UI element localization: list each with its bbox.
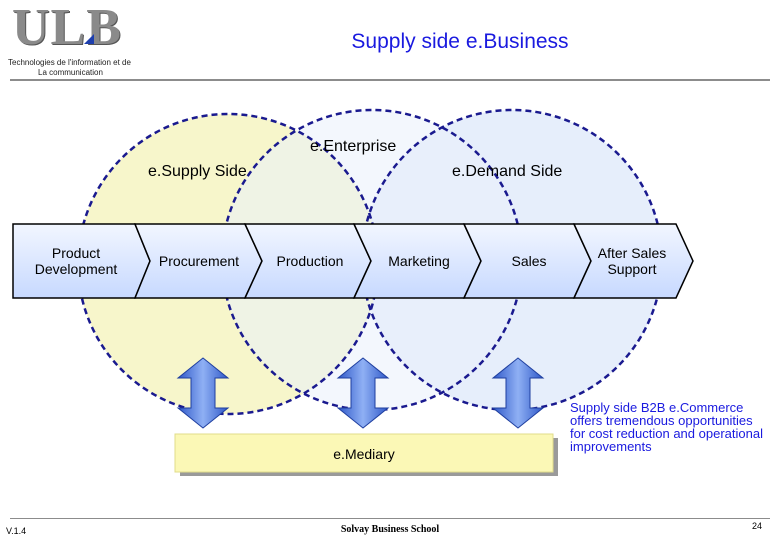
- emediary-label: e.Mediary: [333, 446, 395, 462]
- double-arrow-icon-supply: [176, 357, 230, 429]
- school-name: Solvay Business School: [340, 524, 440, 535]
- eenterprise-label: e.Enterprise: [310, 138, 397, 155]
- slide-title: Supply side e.Business: [351, 30, 569, 53]
- note-text: Supply side B2B e.Commerce offers tremen…: [570, 400, 763, 454]
- footer-rule: [10, 518, 770, 519]
- ulb-logo: ULB: [12, 0, 122, 56]
- step-marketing: Marketing: [388, 253, 450, 269]
- emediary-bar: [174, 433, 554, 473]
- header-rule: [10, 79, 770, 81]
- chevron-after-sales-support: [572, 223, 694, 299]
- step-after-sales-support: After Sales Support: [597, 245, 667, 277]
- version-label: V.1.4: [6, 526, 27, 536]
- step-production: Production: [276, 253, 344, 269]
- esupply-label: e.Supply Side: [148, 163, 247, 180]
- double-arrow-icon-enterprise: [336, 357, 390, 429]
- edemand-label: e.Demand Side: [452, 163, 563, 180]
- org-name-line1: Technologies de l'information et de: [8, 58, 131, 67]
- step-procurement: Procurement: [158, 253, 240, 269]
- logo-accent-icon: [84, 34, 94, 44]
- org-name-line2: La communication: [38, 68, 103, 77]
- step-product-development: Product Development: [34, 245, 118, 277]
- page-number: 24: [752, 521, 763, 531]
- step-sales: Sales: [511, 253, 547, 269]
- double-arrow-icon-demand: [491, 357, 545, 429]
